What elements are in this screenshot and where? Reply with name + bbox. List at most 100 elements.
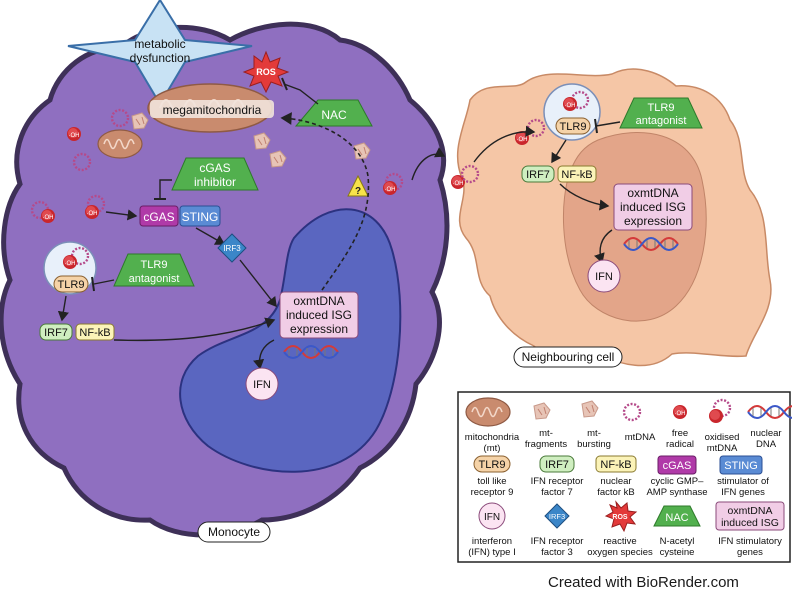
legend-nac-label: NAC <box>665 512 688 524</box>
sting-label: STING <box>182 210 219 224</box>
legend-irf3-badge <box>544 503 570 529</box>
legend-sting-label: STING <box>724 460 758 472</box>
legend-cgas-badge <box>657 455 697 475</box>
neighbour-nfkb-to-isg-arrow <box>559 183 610 211</box>
legend-radical-text-1: free <box>672 428 688 439</box>
neighbour-nfkb-badge <box>557 165 597 183</box>
free-radical-icon: ·OH <box>451 175 465 189</box>
sting-badge <box>179 205 221 227</box>
neighbour-antagonist-line <box>595 121 621 127</box>
irf7-label: IRF7 <box>44 327 68 339</box>
tlr9-antagonist-label-2: antagonist <box>129 273 180 285</box>
metabolic-label-1: metabolic <box>134 37 185 51</box>
cgas-inhibitor-badge <box>171 157 259 191</box>
megamitochondria-icon <box>147 83 274 133</box>
neighbour-tlr9-antagonist-label-2: antagonist <box>636 115 687 127</box>
neighbour-irf7-badge <box>521 165 555 183</box>
tlr9-antagonist-badge <box>113 253 195 287</box>
monocyte-label-box <box>197 521 271 543</box>
neighbour-ifn-circle <box>587 259 621 293</box>
neighbour-isg-label-2: induced ISG <box>620 200 686 214</box>
ros-label: ROS <box>256 67 276 77</box>
cgas-inhibitor-label-1: cGAS <box>199 161 230 175</box>
legend-cgas-text-2: AMP synthase <box>646 487 707 498</box>
nfkb-label: NF-kB <box>79 327 110 339</box>
neighbour-isg-label-1: oxmtDNA <box>627 186 678 200</box>
legend-ifn-badge <box>478 502 506 530</box>
legend-mitochondria-icon <box>465 397 511 427</box>
monocyte-label: Monocyte <box>208 525 260 539</box>
nfkb-badge <box>75 323 115 341</box>
tlr9-badge <box>53 275 89 293</box>
export-arrow <box>411 147 446 181</box>
neighbour-ifn-label: IFN <box>595 271 613 283</box>
free-radical-icon: ·OH <box>383 181 397 195</box>
legend-irf7-text-2: factor 7 <box>541 487 573 498</box>
legend-nac-text-2: cysteine <box>660 547 695 558</box>
ros-burst-icon <box>242 50 290 94</box>
megamitochondria-label: megamitochondria <box>163 103 262 117</box>
legend-mito-text-1: mitochondria <box>465 432 520 443</box>
legend-ros-label: ROS <box>612 514 628 521</box>
neighbour-isg-box <box>613 183 693 231</box>
legend-ifn-label: IFN <box>484 512 500 523</box>
nac-badge <box>294 99 373 127</box>
cgas-inhibitor-label-2: inhibitor <box>194 175 236 189</box>
neighbour-tlr9-to-irf7-arrow <box>551 139 567 164</box>
legend-sting-text-2: IFN genes <box>721 487 765 498</box>
legend-radical-text-2: radical <box>666 439 694 450</box>
legend-irf7-label: IRF7 <box>545 459 569 471</box>
legend-irf3-label: IRF3 <box>549 512 565 521</box>
legend-ros-text-1: reactive <box>603 536 636 547</box>
isg-label-2: induced ISG <box>286 308 352 322</box>
legend-cgas-text-1: cyclic GMP– <box>651 476 705 487</box>
legend-free-radical-icon: ·OH <box>673 405 687 419</box>
nac-inhibits-ros <box>283 83 319 105</box>
legend-nac-badge <box>653 505 701 527</box>
free-radical-icon: ·OH <box>515 131 529 145</box>
free-radical-icon: ·OH <box>67 127 81 141</box>
mtdna-to-cgas-arrow <box>105 209 138 221</box>
tlr9-label: TLR9 <box>58 279 85 291</box>
isg-label-3: expression <box>290 322 348 336</box>
legend-ifn-text-1: interferon <box>472 536 512 547</box>
irf3-to-isg-arrow <box>239 259 277 308</box>
sting-to-irf3-arrow <box>195 227 226 245</box>
neighbour-label: Neighbouring cell <box>522 350 615 364</box>
neighbour-tlr9-label: TLR9 <box>560 121 587 133</box>
question-triangle-icon <box>347 174 369 197</box>
svg-text:·OH: ·OH <box>43 215 54 221</box>
neighbour-irf7-label: IRF7 <box>526 169 550 181</box>
neighbour-nfkb-label: NF-kB <box>561 169 592 181</box>
ifn-circle <box>245 367 279 401</box>
svg-text:·OH: ·OH <box>453 181 464 187</box>
svg-text:·OH: ·OH <box>517 137 528 143</box>
svg-text:·OH: ·OH <box>385 187 396 193</box>
irf3-label: IRF3 <box>223 244 241 253</box>
legend-sting-badge <box>719 455 763 475</box>
legend-box <box>457 391 791 563</box>
svg-text:·OH: ·OH <box>65 261 76 267</box>
legend-irf3-text-2: factor 3 <box>541 547 573 558</box>
neighbour-tlr9-badge <box>555 117 591 135</box>
question-label: ? <box>355 186 361 197</box>
isg-to-ifn-arrow <box>253 339 275 370</box>
cgas-label: cGAS <box>143 210 174 224</box>
legend-ros-badge <box>604 500 638 533</box>
svg-text:·OH: ·OH <box>87 211 98 217</box>
legend-frag-text-2: fragments <box>525 439 567 450</box>
neighbour-label-box <box>513 346 623 368</box>
legend-tlr9-text-2: receptor 9 <box>471 487 514 498</box>
biorender-credit: Created with BioRender.com <box>548 574 739 591</box>
legend-oxmt-text-1: oxidised <box>705 432 740 443</box>
cgas-badge <box>139 205 179 227</box>
metabolic-label-2: dysfunction <box>130 51 191 65</box>
neighbour-isg-to-ifn-arrow <box>594 229 613 264</box>
legend-irf3-text-1: IFN receptor <box>531 536 584 547</box>
legend-isg-label-1: oxmtDNA <box>728 505 773 517</box>
nfkb-to-isg-arrow <box>113 317 276 342</box>
svg-text:·OH: ·OH <box>565 103 576 109</box>
isg-label-1: oxmtDNA <box>293 294 344 308</box>
svg-text:·OH: ·OH <box>69 133 80 139</box>
